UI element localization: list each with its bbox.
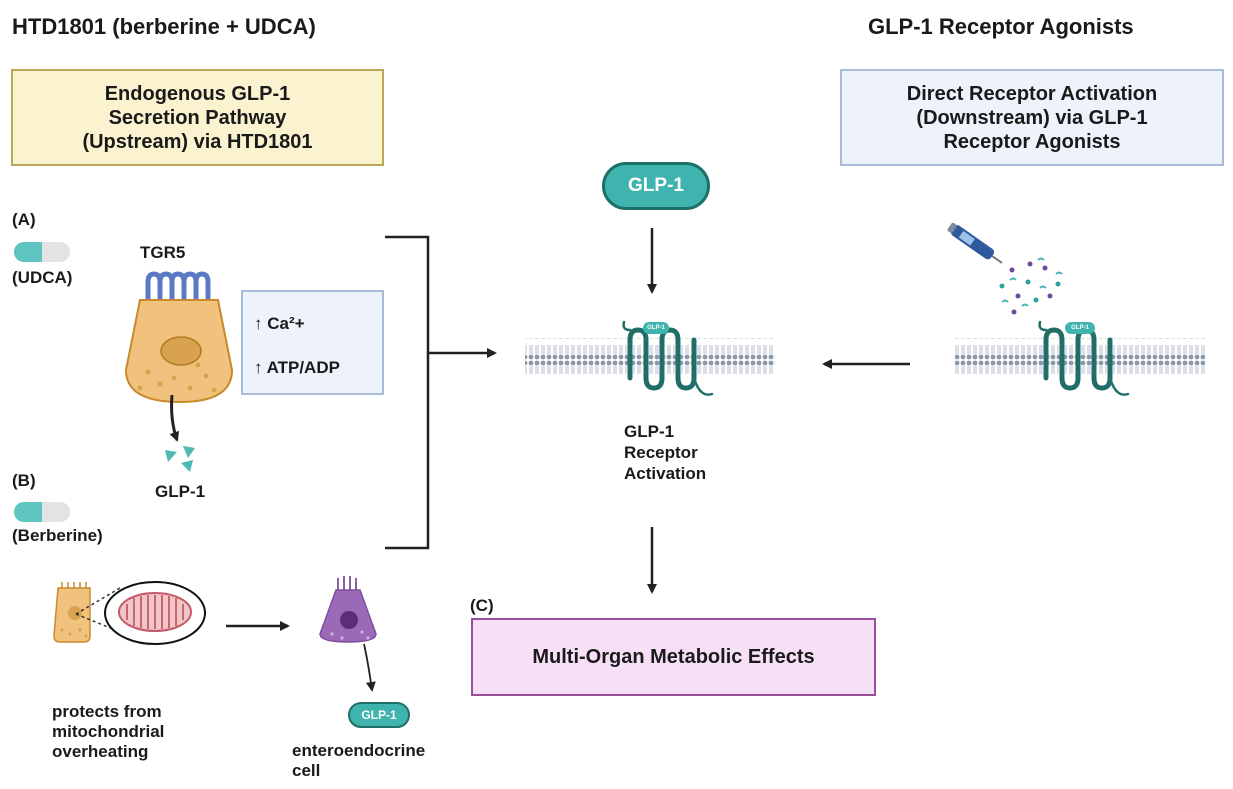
mito-label: protects from mitochondrial overheating — [52, 702, 164, 762]
berberine-capsule-icon — [14, 502, 70, 522]
upstream-line-2: Secretion Pathway — [108, 106, 287, 129]
right-receptor-icon — [1038, 320, 1130, 396]
tgr5-label: TGR5 — [140, 243, 186, 262]
ion-signal-box: ↑ Ca²+ ↑ ATP/ADP — [241, 290, 384, 395]
center-membrane — [525, 338, 775, 374]
metabolic-effects-box: Multi-Organ Metabolic Effects — [471, 618, 876, 696]
udca-label: (UDCA) — [12, 268, 73, 287]
activation-line-3: Activation — [624, 464, 707, 483]
glp1-hormone-pill: GLP-1 — [602, 162, 710, 210]
udca-capsule-icon — [14, 242, 70, 262]
activation-line-1: GLP-1 — [624, 422, 675, 441]
glp1-particles-icon — [165, 446, 195, 472]
mitochondrion-icon — [104, 581, 206, 645]
enteroendocrine-label: enteroendocrine cell — [292, 741, 425, 781]
upstream-line-1: Endogenous GLP-1 — [104, 82, 291, 105]
downstream-line-3: Receptor Agonists — [943, 130, 1121, 153]
mito-line-2: mitochondrial — [52, 722, 165, 741]
right-glp1-tag: GLP-1 — [1071, 325, 1089, 331]
right-glp1-tag-icon — [1065, 322, 1095, 334]
pathway-bracket — [385, 235, 430, 550]
panel-a-label: (A) — [12, 210, 36, 229]
glp1-secreted-label: GLP-1 — [155, 482, 206, 501]
injection-pen-icon — [947, 222, 1003, 264]
mito-line-1: protects from — [52, 702, 162, 721]
mito-line-3: overheating — [52, 742, 149, 761]
downstream-line-2: (Downstream) via GLP-1 — [916, 106, 1148, 129]
enteroendocrine-line-2: cell — [292, 761, 321, 780]
panel-c-label: (C) — [470, 596, 494, 615]
atp-adp-line: ↑ ATP/ADP — [254, 358, 340, 377]
secretion-arrow — [169, 394, 180, 442]
enteroendocrine-secretion-arrow — [363, 643, 376, 692]
center-glp1-tag: GLP-1 — [647, 325, 665, 331]
berberine-label: (Berberine) — [12, 526, 103, 545]
upstream-line-3: (Upstream) via HTD1801 — [82, 130, 313, 153]
panel-b-label: (B) — [12, 471, 36, 490]
calcium-line: ↑ Ca²+ — [254, 314, 305, 333]
small-glp1-pill: GLP-1 — [348, 702, 410, 728]
right-title: GLP-1 Receptor Agonists — [868, 14, 1134, 39]
activation-line-2: Receptor — [624, 443, 698, 462]
intestinal-cell-icon — [124, 299, 234, 404]
center-receptor-icon — [622, 320, 714, 396]
upstream-pathway-box: Endogenous GLP-1 Secretion Pathway (Upst… — [11, 69, 384, 166]
center-glp1-tag-icon — [643, 322, 669, 334]
small-cell-icon — [53, 582, 91, 643]
enteroendocrine-cell-icon — [319, 576, 377, 643]
enteroendocrine-line-1: enteroendocrine — [292, 741, 426, 760]
zoom-lines — [75, 587, 141, 641]
downstream-activation-box: Direct Receptor Activation (Downstream) … — [840, 69, 1224, 166]
downstream-line-1: Direct Receptor Activation — [906, 82, 1158, 105]
left-title: HTD1801 (berberine + UDCA) — [12, 14, 316, 39]
receptor-activation-label: GLP-1 Receptor Activation — [624, 421, 706, 484]
agonist-particles-icon — [999, 257, 1063, 315]
